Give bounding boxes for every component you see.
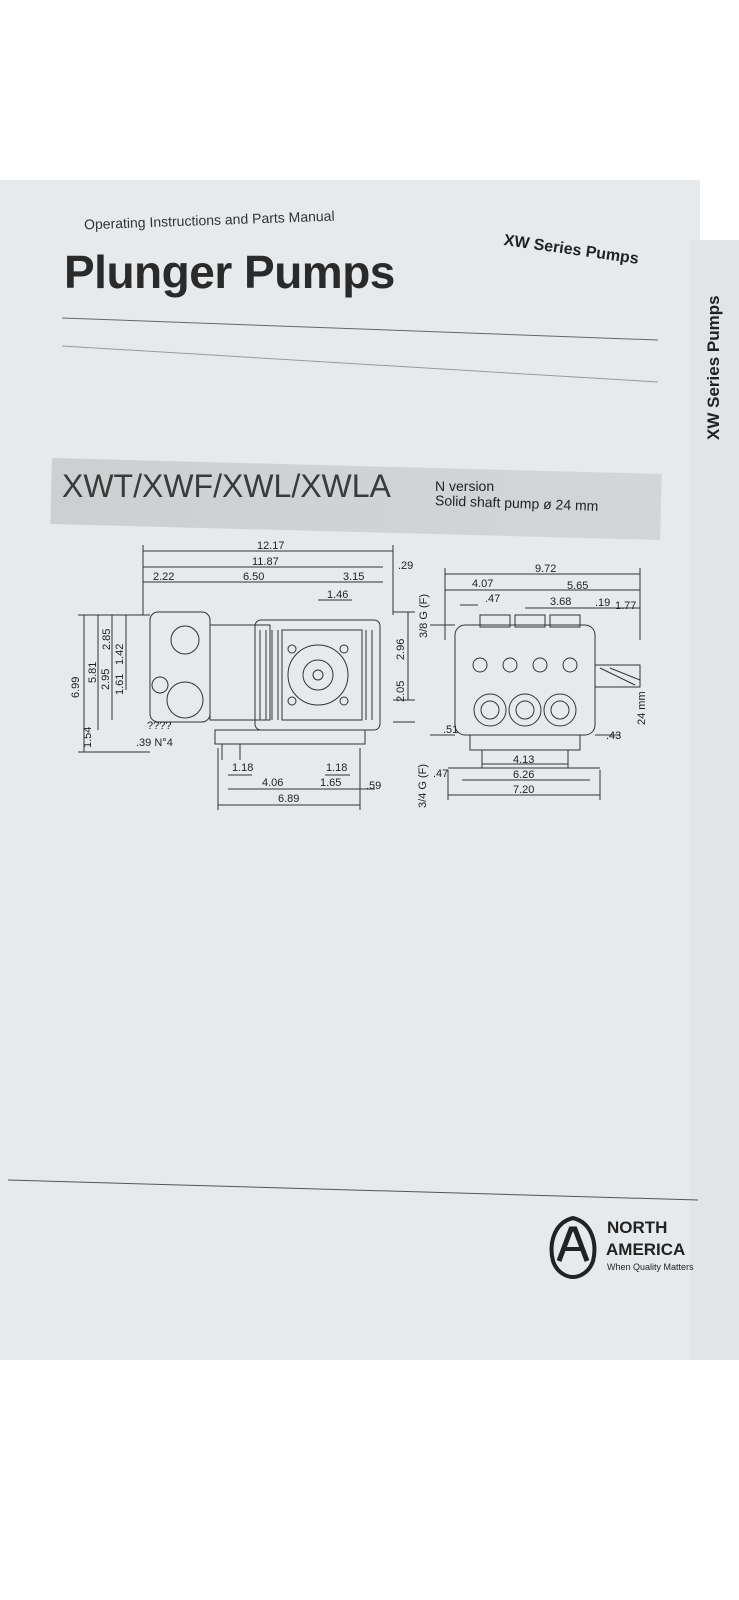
- dim-6-50: 6.50: [243, 571, 265, 583]
- dim-6-89: 6.89: [278, 793, 300, 805]
- next-page-edge: [690, 240, 739, 1360]
- dim-4-06: 4.06: [262, 777, 284, 789]
- dim-059: .59: [366, 780, 382, 792]
- dim-unknown: ????: [147, 720, 172, 732]
- dim-043: .43: [606, 730, 622, 742]
- dim-3-4-g: 3/4 G (F): [417, 763, 429, 808]
- brand-north: NORTH: [607, 1218, 668, 1237]
- dim-7-20: 7.20: [513, 784, 535, 796]
- dim-4-13: 4.13: [513, 754, 535, 766]
- dim-3-8-g: 3/8 G (F): [418, 593, 430, 638]
- dim-029: .29: [398, 560, 414, 572]
- dim-9-72: 9.72: [535, 563, 557, 575]
- dim-2-22: 2.22: [153, 571, 175, 583]
- manual-paper: [0, 180, 700, 1360]
- dim-047-bottom: .47: [433, 768, 449, 780]
- dim-12-17: 12.17: [257, 540, 285, 552]
- dim-1-77: 1.77: [615, 600, 637, 612]
- dim-1-65: 1.65: [320, 777, 342, 789]
- dim-039-n4: .39 N°4: [136, 737, 173, 749]
- version-label: N version: [435, 478, 495, 494]
- dim-047-top: .47: [485, 593, 501, 605]
- dim-5-65: 5.65: [567, 580, 589, 592]
- dim-1-18-right: 1.18: [326, 762, 348, 774]
- page-title: Plunger Pumps: [64, 246, 395, 298]
- brand-america: AMERICA: [606, 1240, 686, 1259]
- dim-051: .51: [443, 724, 459, 736]
- dim-11-87: 11.87: [252, 556, 279, 568]
- model-names: XWT/XWF/XWL/XWLA: [62, 468, 391, 504]
- brand-tagline: When Quality Matters: [607, 1262, 694, 1272]
- dim-3-15: 3.15: [343, 571, 365, 583]
- dim-019: .19: [595, 597, 611, 609]
- dim-24mm: 24 mm: [636, 691, 648, 725]
- dim-1-18-left: 1.18: [232, 762, 254, 774]
- dim-3-68: 3.68: [550, 596, 572, 608]
- dim-1-46: 1.46: [327, 589, 349, 601]
- dim-4-07: 4.07: [472, 578, 494, 590]
- ar-logo-icon: [549, 1215, 597, 1279]
- dim-6-26: 6.26: [513, 769, 535, 781]
